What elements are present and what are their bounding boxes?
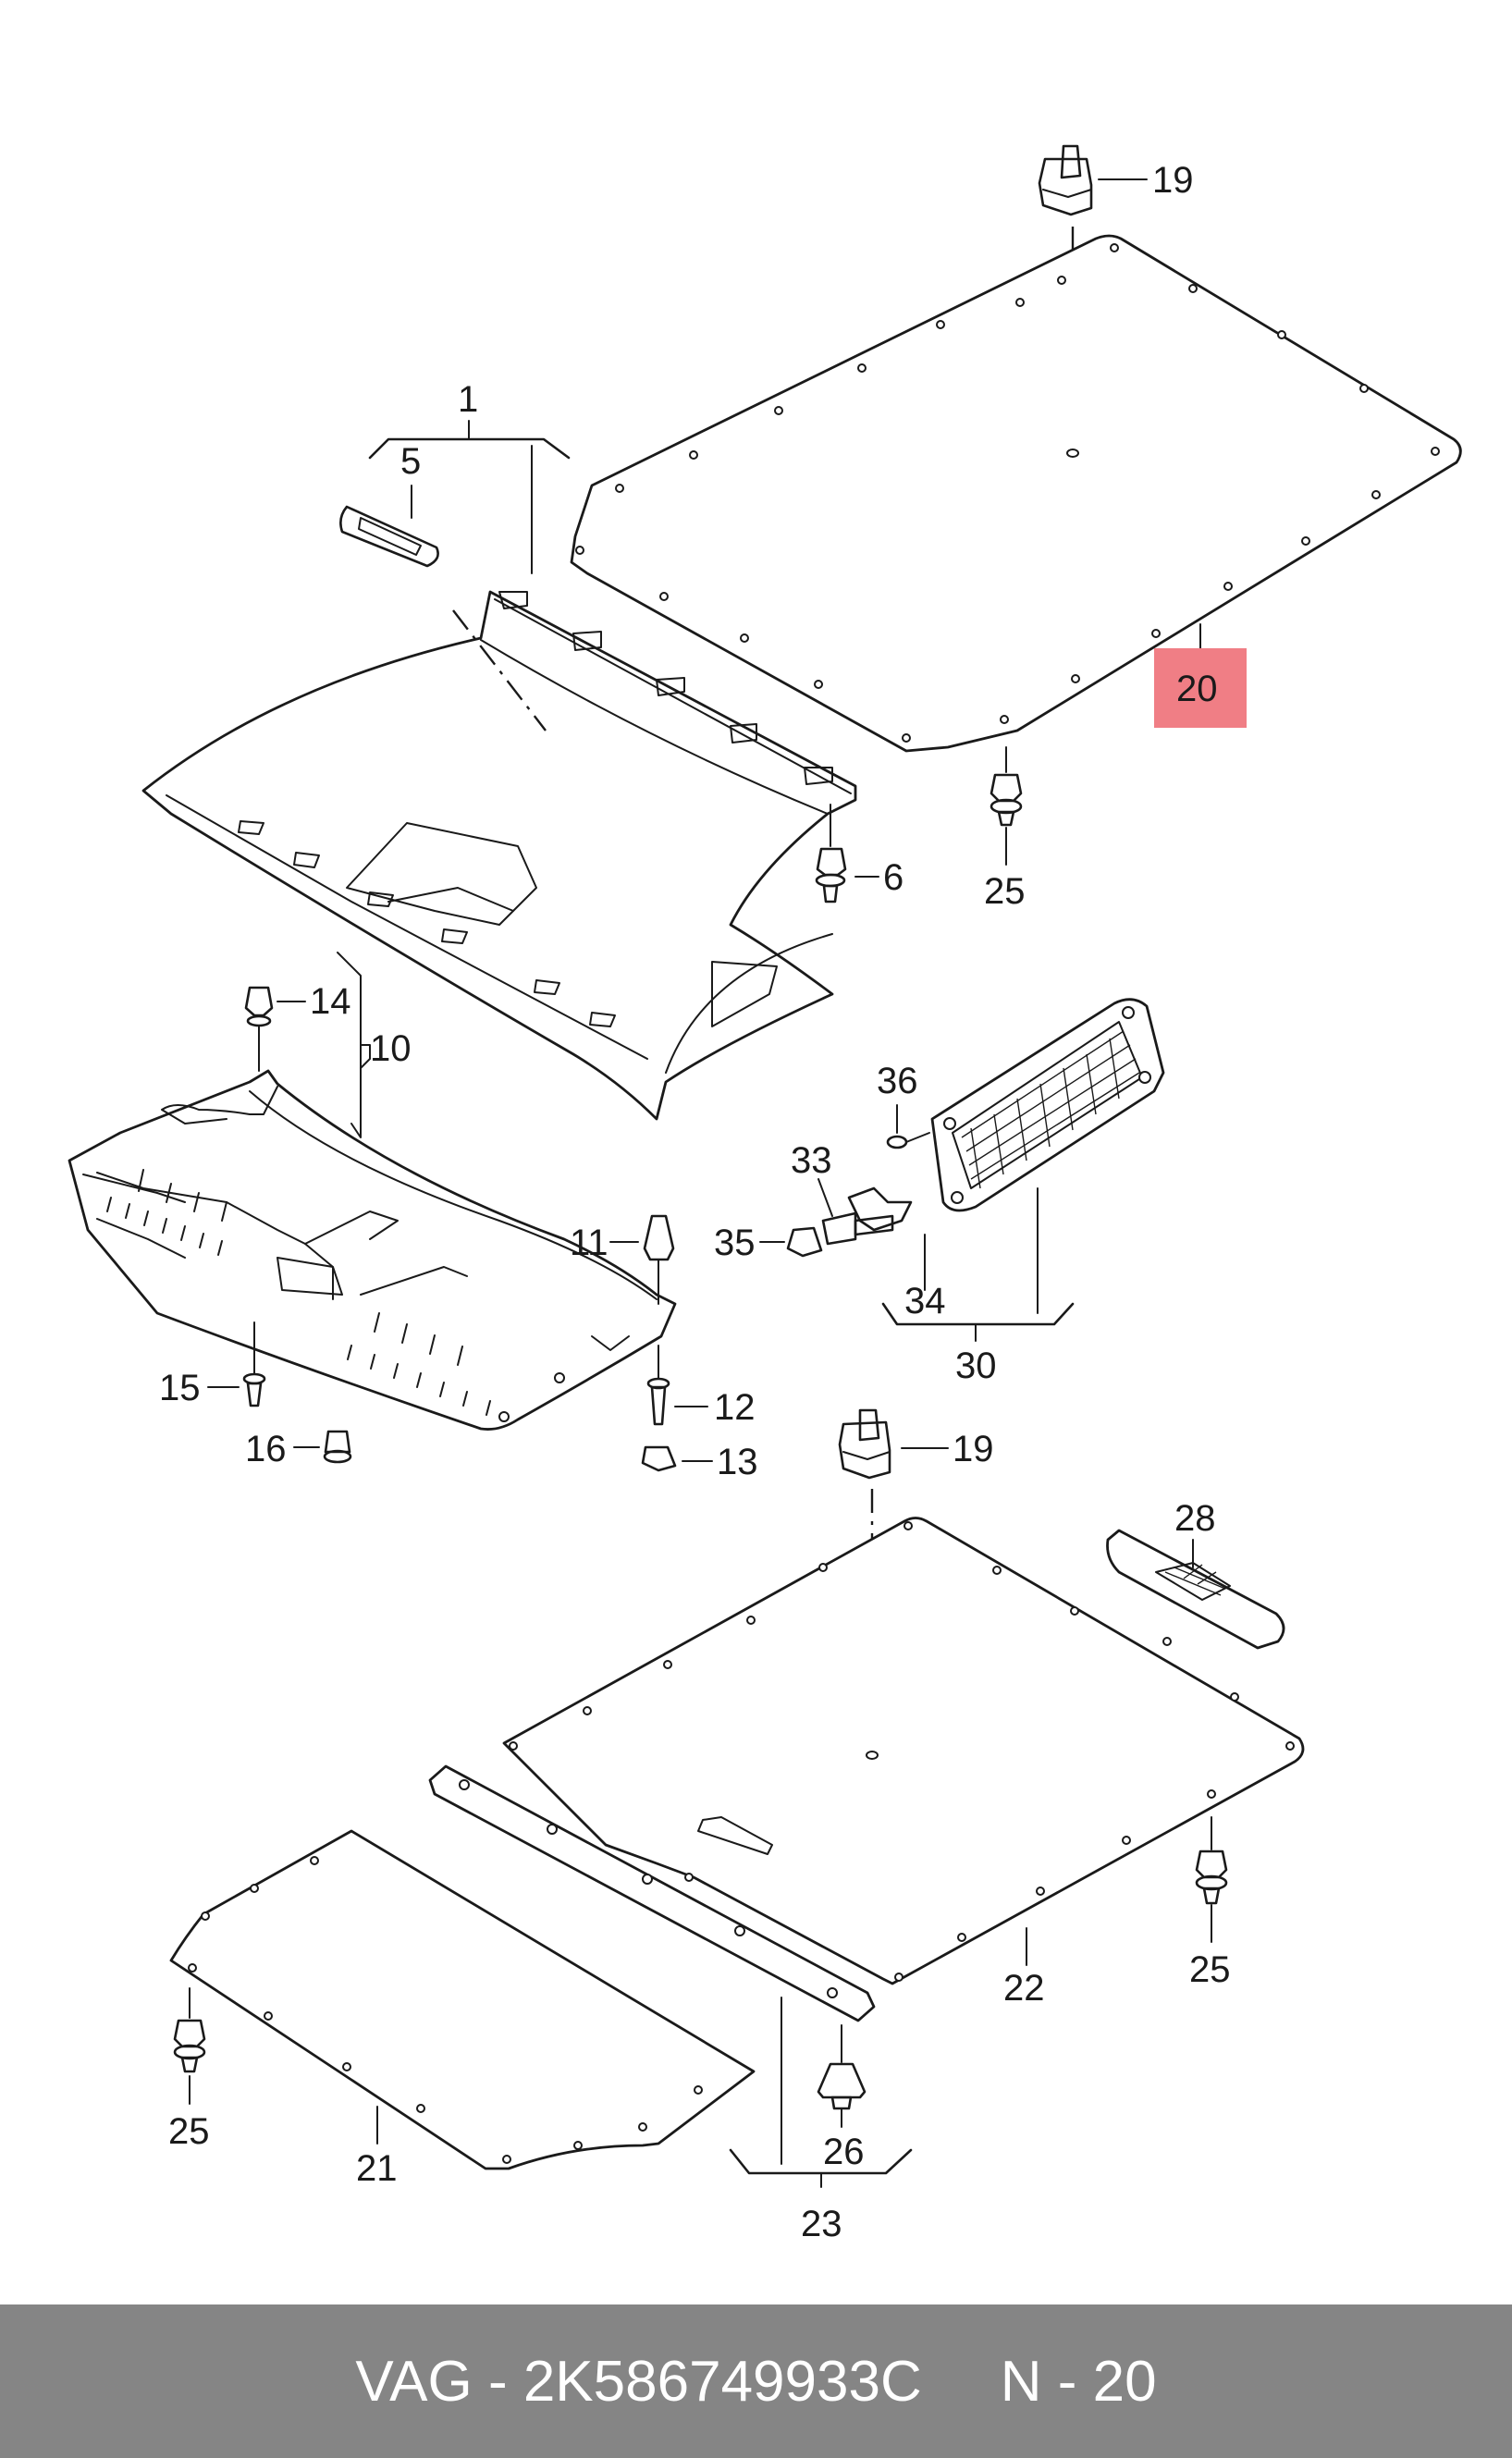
part-5: 5 — [339, 441, 439, 568]
nut-13: 13 — [641, 1442, 758, 1482]
label-14: 14 — [310, 981, 351, 1022]
footer-part-code: VAG - 2K586749933C — [355, 2349, 922, 2414]
label-6: 6 — [883, 857, 904, 898]
strip-23: 23 — [428, 1764, 913, 2244]
label-30: 30 — [955, 1346, 997, 1386]
label-35: 35 — [714, 1223, 756, 1263]
fastener-14: 14 — [244, 981, 351, 1072]
label-25-top: 25 — [984, 871, 1026, 912]
highlight-20 — [1154, 648, 1247, 728]
fastener-25-right-top: 25 — [984, 746, 1026, 912]
label-12: 12 — [714, 1387, 756, 1428]
footer-page-ref: N - 20 — [1000, 2349, 1157, 2414]
label-11: 11 — [570, 1223, 608, 1263]
nut-35: 35 — [714, 1223, 823, 1263]
label-25-left: 25 — [168, 2111, 210, 2152]
clip-19-top: 19 — [1038, 144, 1194, 216]
label-25-right: 25 — [1189, 1949, 1231, 1990]
clip-19-bottom: 19 — [838, 1408, 994, 1480]
label-21: 21 — [356, 2148, 398, 2189]
screw-12: 12 — [646, 1345, 756, 1428]
label-5: 5 — [400, 441, 421, 482]
trim-10-ribs — [106, 1169, 491, 1416]
panel-22-holes — [509, 1521, 1295, 1982]
label-22: 22 — [1003, 1968, 1045, 2009]
panel-21-holes — [188, 1856, 703, 2164]
label-28: 28 — [1174, 1498, 1216, 1539]
fastener-11: 11 — [570, 1214, 675, 1305]
trim-10: 10 — [68, 952, 677, 1431]
label-10: 10 — [370, 1028, 412, 1069]
net-assembly-30: 30 — [847, 998, 1165, 1386]
label-13: 13 — [717, 1442, 758, 1482]
panel-22: 22 — [502, 1517, 1305, 2009]
screw-33: 33 — [791, 1140, 894, 1246]
handle-28: 28 — [1106, 1498, 1285, 1650]
label-34: 34 — [904, 1281, 946, 1321]
panel-21: 21 — [169, 1829, 756, 2189]
fastener-6: 6 — [815, 804, 904, 903]
label-1: 1 — [458, 379, 478, 420]
strip-23-holes — [459, 1779, 838, 1998]
screw-15: 15 — [159, 1321, 266, 1408]
panel-20 — [570, 234, 1462, 753]
label-33: 33 — [791, 1140, 832, 1181]
footer-bar: VAG - 2K586749933C N - 20 — [0, 2304, 1512, 2458]
label-26: 26 — [823, 2132, 865, 2172]
plug-16: 16 — [245, 1429, 352, 1469]
panel-20-holes — [575, 243, 1440, 743]
headliner-1: 1 — [141, 379, 857, 1121]
label-19-top: 19 — [1152, 160, 1194, 201]
cargo-net — [961, 1030, 1140, 1189]
fastener-26: 26 — [817, 2043, 867, 2172]
fastener-25-left: 25 — [168, 1987, 210, 2152]
label-19-bottom: 19 — [953, 1429, 994, 1469]
label-15: 15 — [159, 1368, 201, 1408]
screw-36: 36 — [877, 1061, 930, 1149]
label-16: 16 — [245, 1429, 287, 1469]
label-23: 23 — [801, 2204, 842, 2244]
fastener-25-right: 25 — [1189, 1816, 1231, 1990]
label-36: 36 — [877, 1061, 918, 1101]
label-20: 20 — [1176, 669, 1218, 709]
parts-diagram: 19 20 25 1 — [68, 144, 1462, 2244]
